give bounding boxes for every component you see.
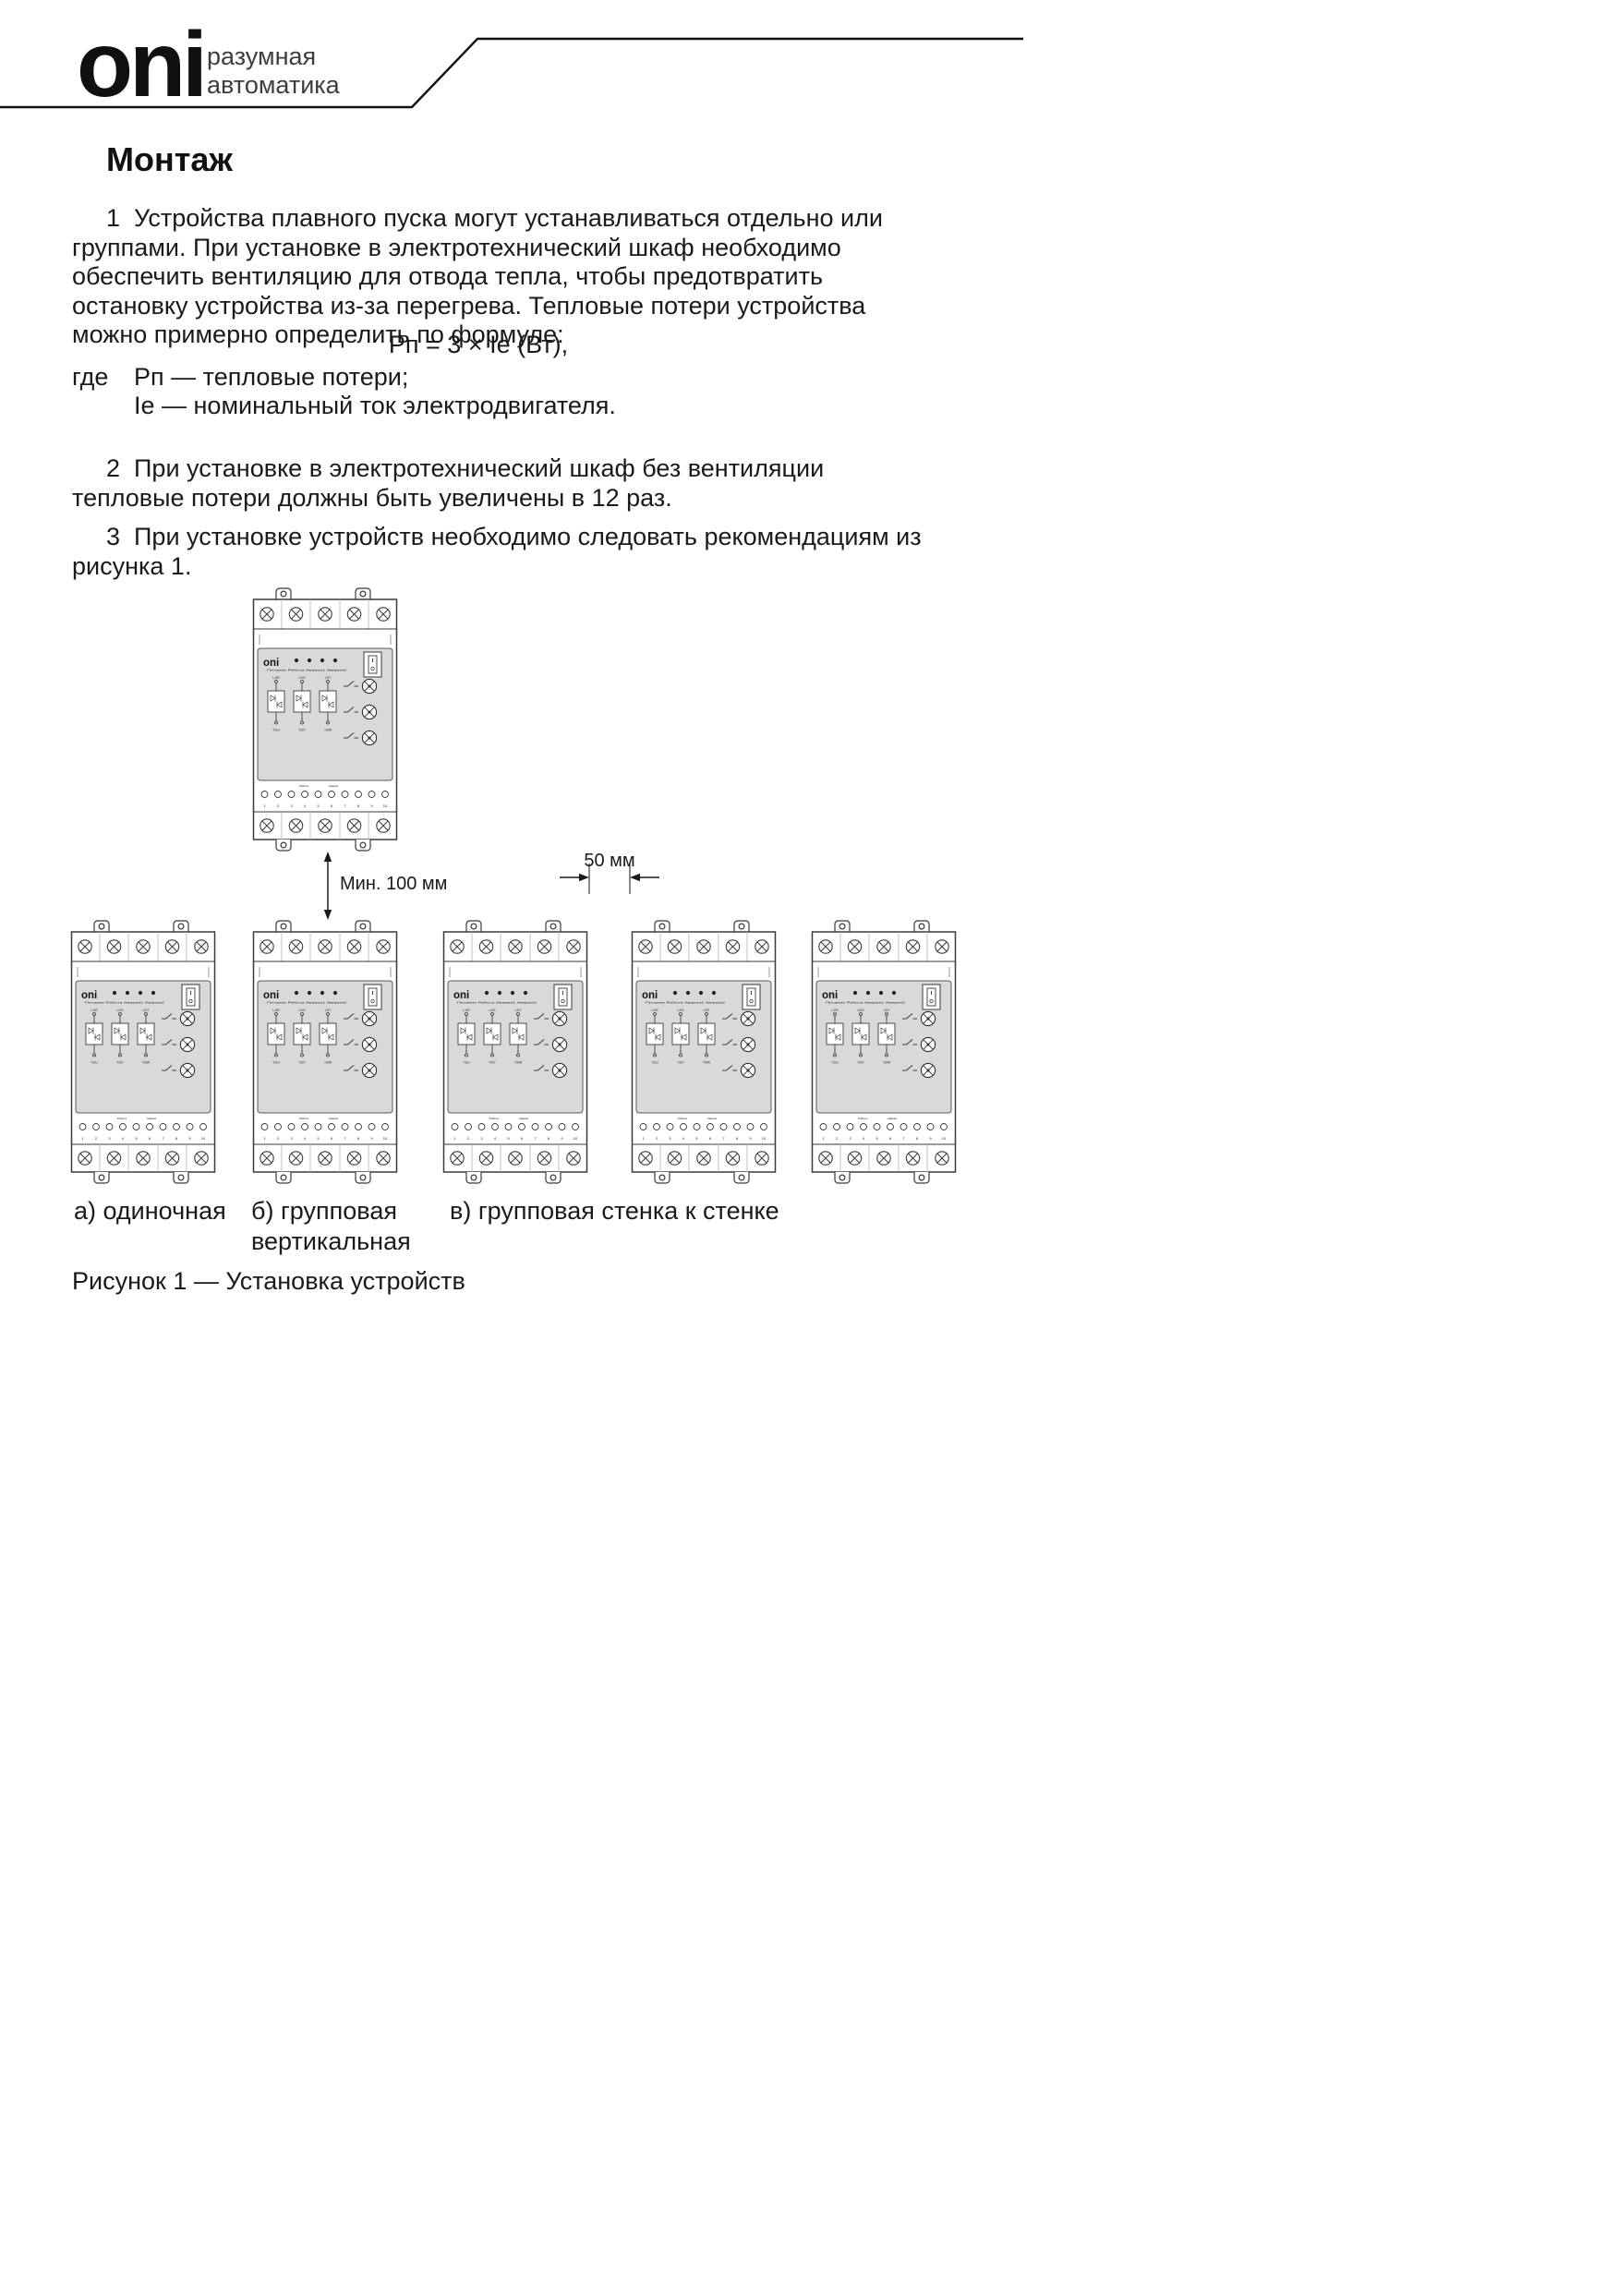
dimension-annotations	[323, 852, 659, 920]
figure-label-b-line1: б) групповая	[251, 1197, 397, 1225]
header-rule	[0, 37, 1023, 109]
where-items: Рп — тепловые потери; Ie — номинальный т…	[134, 363, 616, 420]
figure-label-a: а) одиночная	[74, 1197, 226, 1225]
tagline-line2: автоматика	[207, 71, 340, 99]
paragraph-2: 2 При установке в электротехнический шка…	[72, 454, 825, 512]
vertical-dimension-arrow	[323, 852, 332, 920]
where-item-1: Рп — тепловые потери;	[134, 363, 409, 391]
figure-1: 50 мм Мин. 100 мм а) одиночная б) группо…	[0, 582, 1044, 1330]
paragraph-3: 3 При установке устройств необходимо сле…	[72, 523, 922, 580]
figure-label-b-line2: вертикальная	[251, 1227, 411, 1255]
figure-label-c: в) групповая стенка к стенке	[450, 1197, 779, 1225]
horizontal-dimension-arrow	[560, 864, 659, 894]
dimension-label-min100mm: Мин. 100 мм	[340, 874, 448, 894]
figure-caption: Рисунок 1 — Установка устройств	[72, 1267, 465, 1295]
where-block: где Рп — тепловые потери; Ie — номинальн…	[72, 363, 616, 420]
where-label: где	[72, 363, 109, 391]
page-title: Монтаж	[106, 140, 233, 178]
dimension-label-50mm: 50 мм	[584, 851, 635, 871]
formula: Рп = 3 × Ie (Вт),	[388, 331, 569, 358]
where-item-2: Ie — номинальный ток электродвигателя.	[134, 392, 616, 419]
brand-tagline: разумная автоматика	[207, 42, 340, 100]
tagline-line1: разумная	[207, 42, 317, 70]
paragraph-1: 1 Устройства плавного пуска могут устана…	[72, 204, 883, 348]
brand-logo: oni	[77, 13, 208, 116]
